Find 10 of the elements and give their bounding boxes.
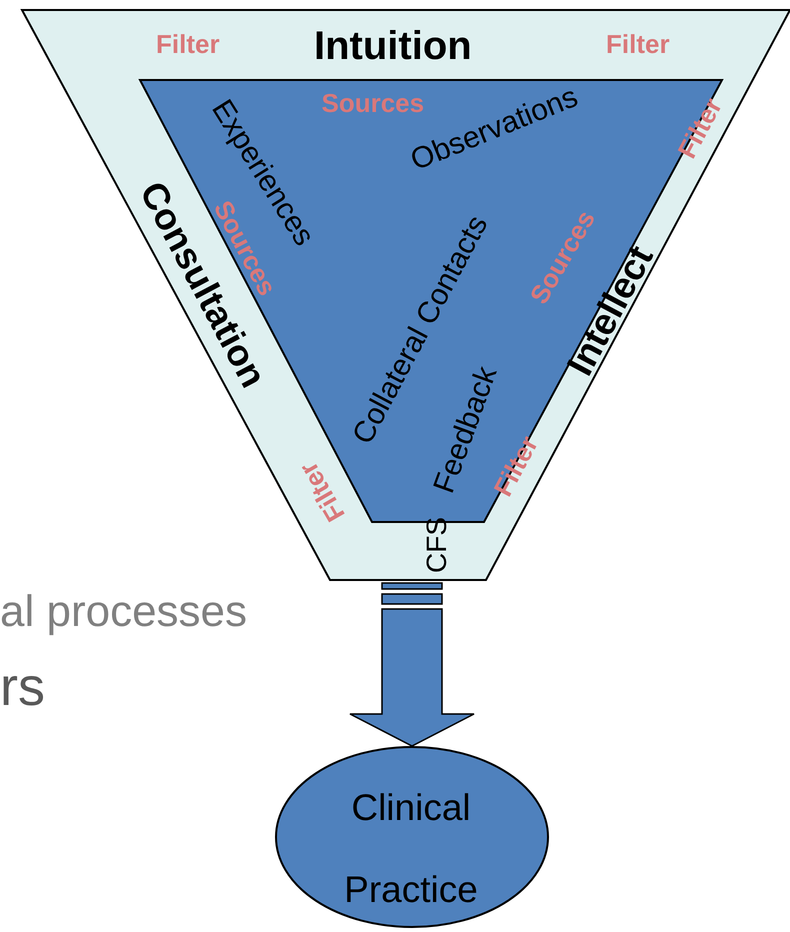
filter-label: Filter (673, 94, 726, 162)
filter-label: Filter (156, 31, 220, 57)
block-arrow (349, 582, 475, 747)
outcome-ellipse (275, 746, 549, 928)
band-label: Intuition (314, 26, 472, 66)
slide-text-fragment: rs (0, 660, 45, 714)
filter-label: Filter (606, 31, 670, 57)
outcome-label: Clinical Practice (343, 786, 479, 912)
funnel-outer-band (22, 10, 790, 580)
slide-text-fragment: al processes (0, 590, 248, 634)
